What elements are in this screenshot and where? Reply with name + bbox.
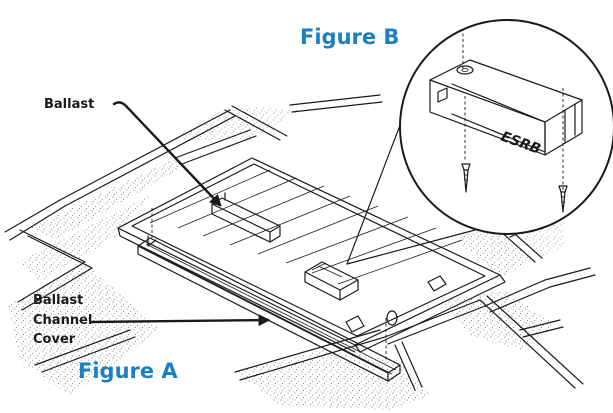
ceiling-tile bbox=[30, 158, 185, 240]
esrb-small-box bbox=[304, 261, 359, 301]
callout-arrows bbox=[90, 101, 271, 327]
ballast-label: Ballast bbox=[44, 97, 94, 112]
ceiling-grid bbox=[4, 94, 596, 410]
ceiling-tile bbox=[18, 195, 150, 282]
cover-label-line1: Ballast bbox=[33, 293, 83, 308]
cover-arrow bbox=[90, 314, 271, 327]
ceiling-tile bbox=[235, 350, 430, 410]
ceiling-tile bbox=[440, 290, 555, 350]
ceiling-tile bbox=[455, 222, 530, 278]
ballast-arrow bbox=[112, 101, 222, 207]
figure-b-detail: ESRB bbox=[399, 19, 613, 235]
screw-icon bbox=[558, 185, 568, 213]
screw-icon bbox=[461, 163, 471, 193]
ballast-component bbox=[211, 192, 281, 243]
cover-label-line2: Channel bbox=[33, 313, 92, 328]
ceiling-tile bbox=[170, 105, 300, 140]
figure-a-title: Figure A bbox=[78, 359, 178, 383]
install-guides bbox=[151, 208, 387, 362]
fixture-housing bbox=[117, 157, 506, 353]
cover-label-line3: Cover bbox=[33, 332, 76, 347]
figure-b-title: Figure B bbox=[300, 25, 399, 49]
ceiling-tile bbox=[520, 215, 565, 258]
